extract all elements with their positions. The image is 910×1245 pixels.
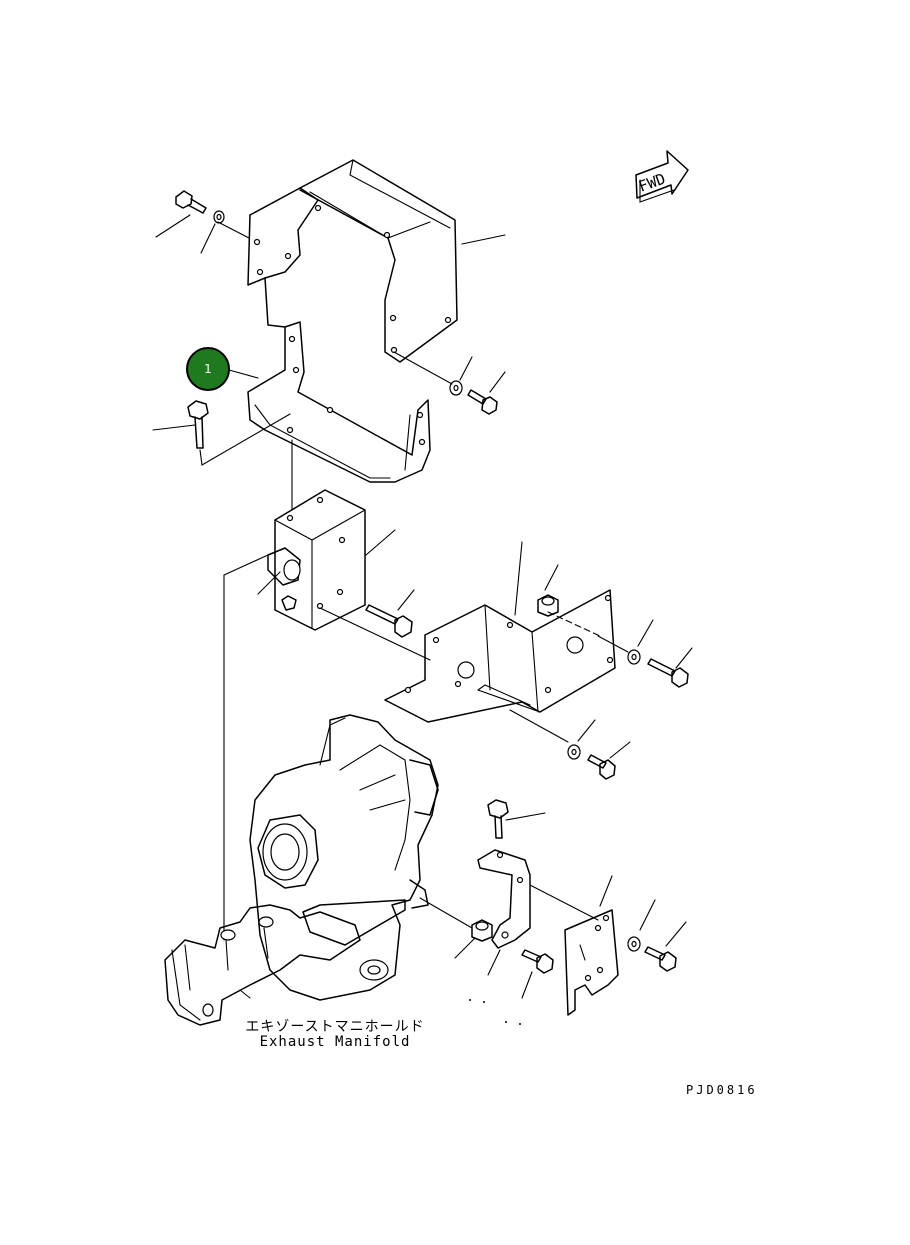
right-bracket-bolt-icon bbox=[597, 635, 689, 688]
caption-english: Exhaust Manifold bbox=[259, 1034, 411, 1050]
drawing-code: PJD0816 bbox=[686, 1083, 758, 1097]
turbocharger bbox=[249, 714, 439, 1001]
leader-lines bbox=[152, 214, 693, 999]
right-bracket-lower-bolt-icon bbox=[509, 709, 616, 780]
lower-bracket-bolt-icon bbox=[521, 949, 554, 974]
small-plate-bracket bbox=[564, 909, 619, 1016]
plate-bolt-icon bbox=[627, 936, 677, 972]
middle-bracket bbox=[267, 489, 366, 631]
lower-bracket bbox=[477, 849, 531, 949]
lower-spacer-icon bbox=[419, 897, 493, 942]
middle-bracket-bolt-icon bbox=[365, 604, 413, 638]
lower-bracket-top-bolt-icon bbox=[487, 799, 509, 839]
cover-right-bolt-icon bbox=[393, 351, 498, 415]
right-bracket-spacer-icon bbox=[537, 594, 601, 637]
exhaust-manifold bbox=[164, 899, 406, 1026]
heat-shield-cover bbox=[247, 159, 458, 363]
right-large-bracket bbox=[384, 589, 616, 723]
fwd-arrow-icon: FWD bbox=[635, 150, 689, 203]
shield-bracket-bolt-icon bbox=[187, 400, 291, 466]
shield-bracket-part-1 bbox=[247, 321, 431, 483]
caption-japanese: エキゾーストマニホールド bbox=[245, 1019, 425, 1035]
cover-left-bolt-icon bbox=[175, 190, 250, 239]
callout-1-button[interactable]: 1 bbox=[186, 347, 230, 391]
